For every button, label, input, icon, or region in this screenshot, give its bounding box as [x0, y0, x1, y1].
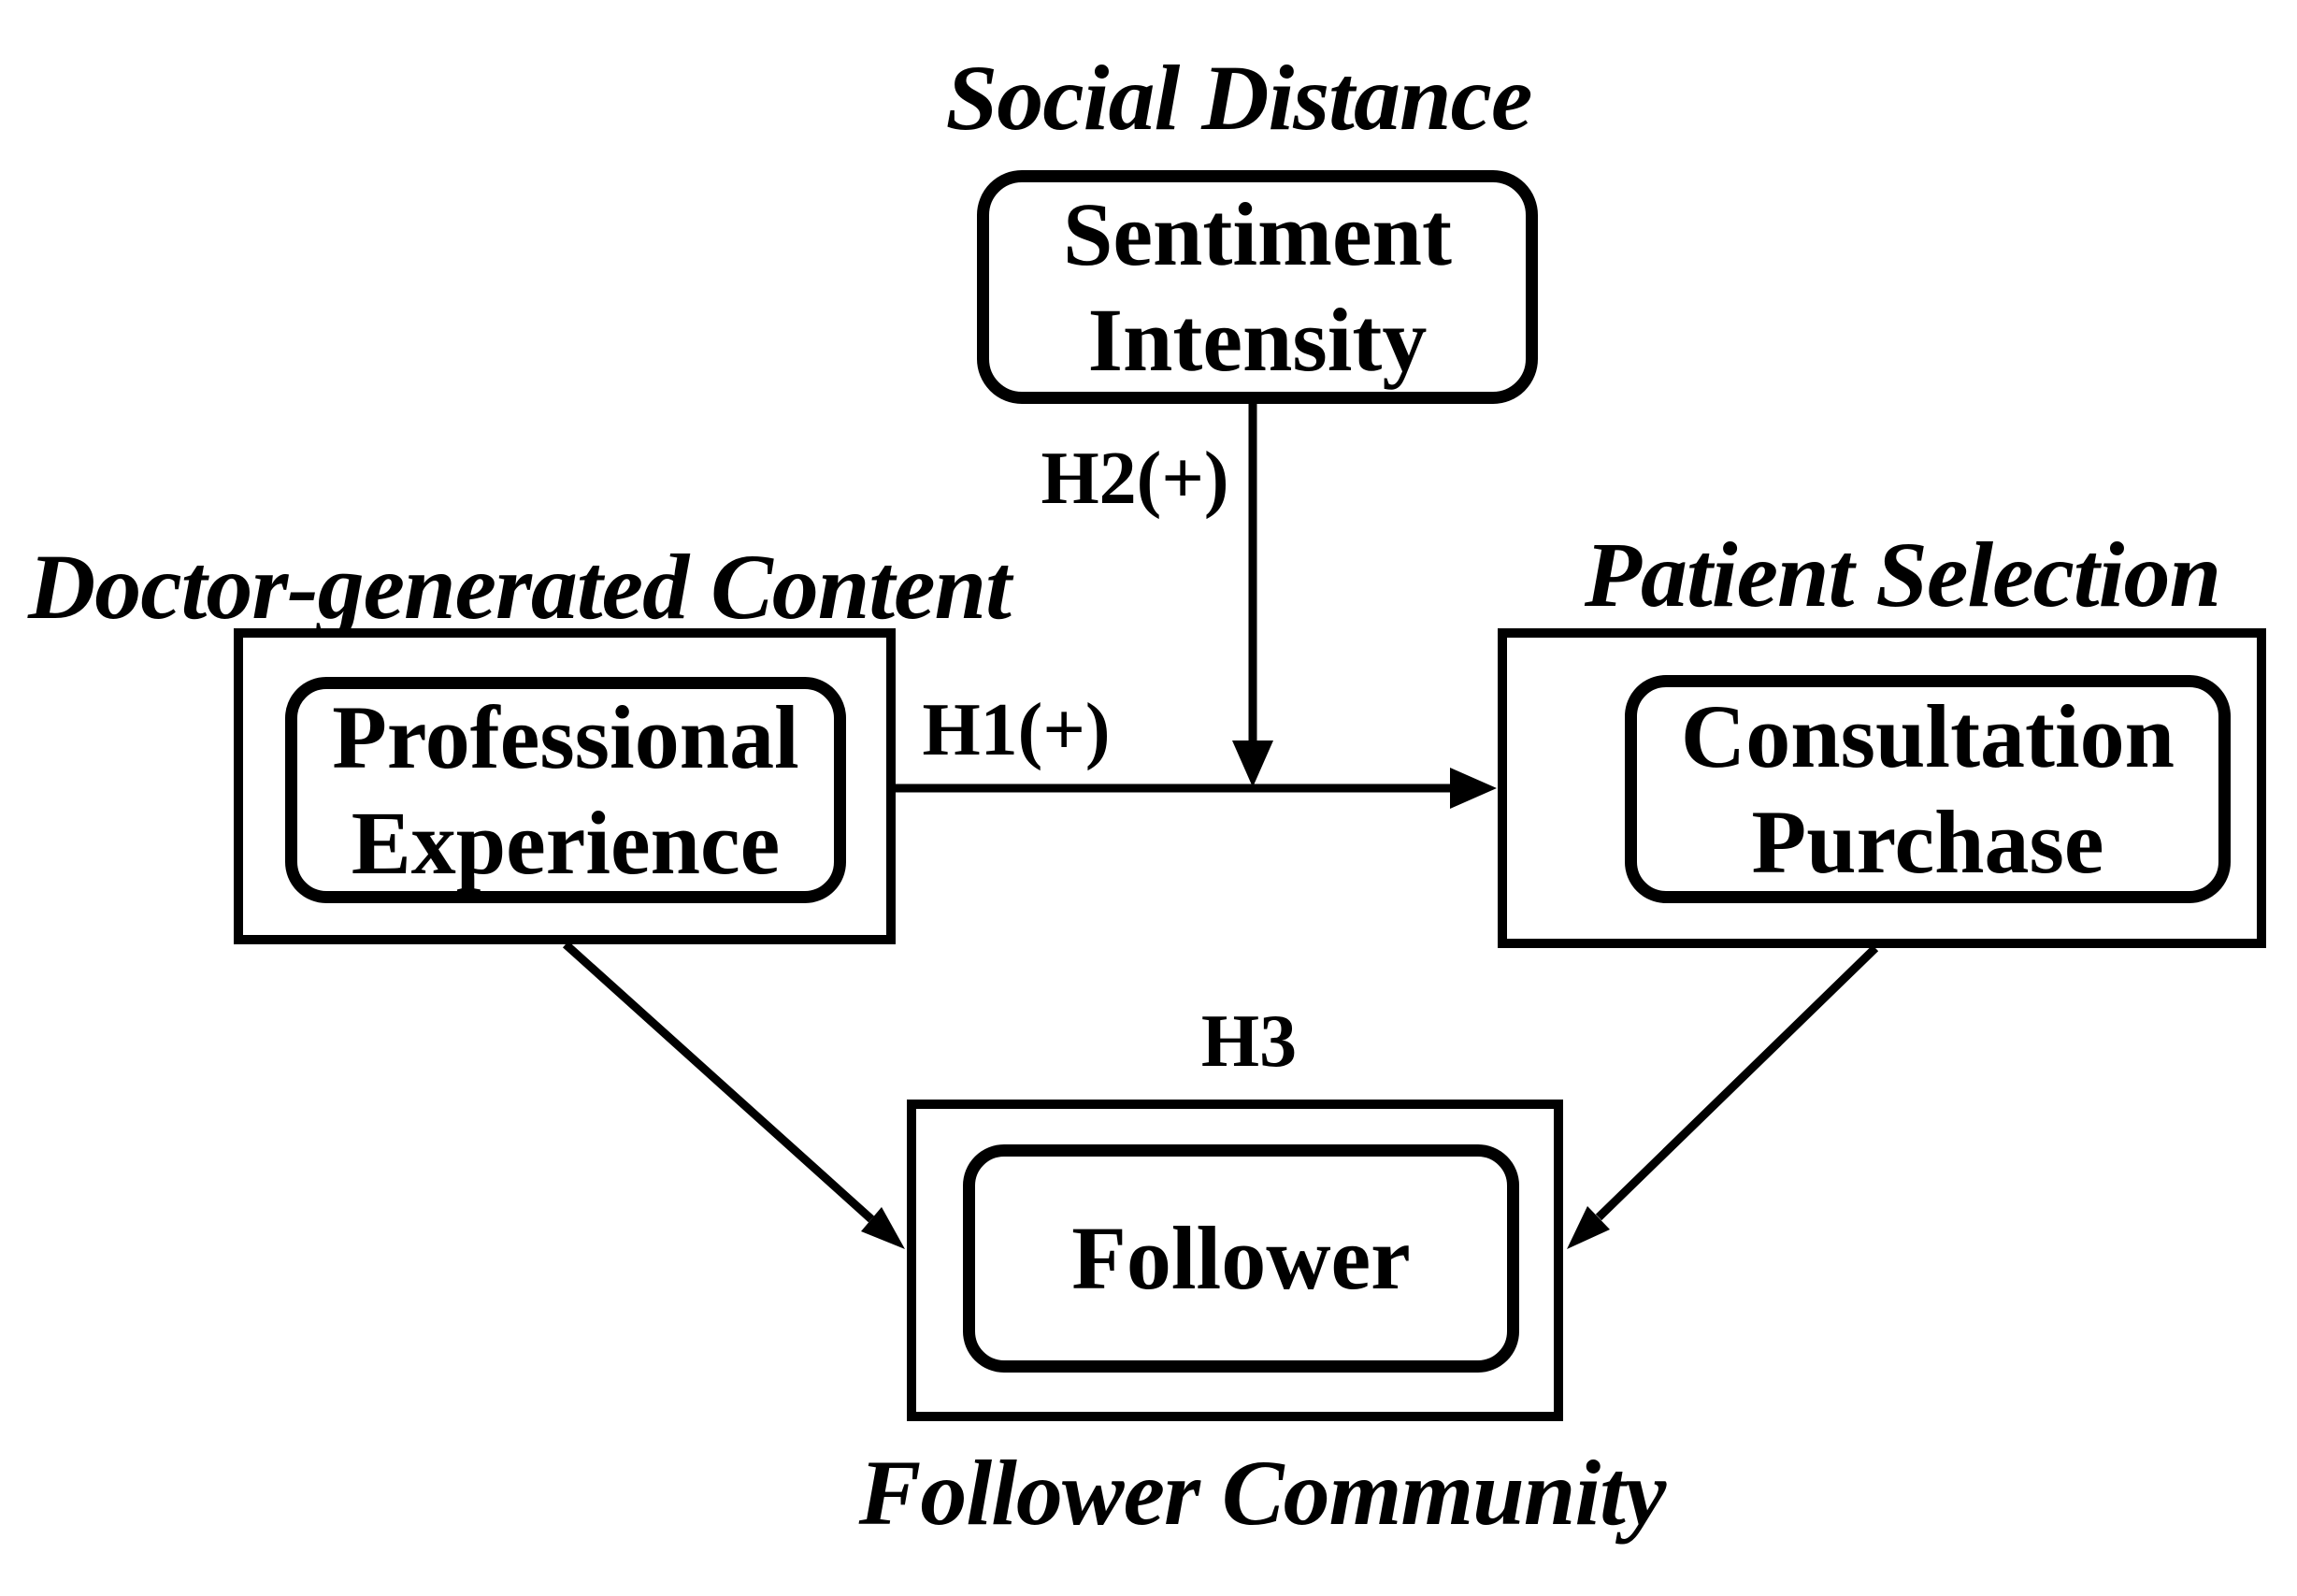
sentiment-intensity-label: Sentiment Intensity	[1063, 181, 1452, 394]
professional-experience-label: Professional Experience	[332, 684, 799, 897]
node-consultation-purchase: Consultation Purchase	[1625, 675, 2231, 903]
purchase-line: Purchase	[1751, 792, 2104, 892]
consultation-purchase-label: Consultation Purchase	[1681, 683, 2175, 896]
professional-line: Professional	[332, 686, 799, 787]
consultation-line: Consultation	[1680, 685, 2175, 786]
sentiment-line: Sentiment	[1063, 183, 1452, 284]
social-distance-title: Social Distance	[945, 46, 1533, 150]
h3-label: H3	[1200, 1000, 1298, 1083]
h1-arrowhead-icon	[1450, 768, 1497, 809]
right-diagonal-arrow-line	[1595, 944, 1879, 1221]
right-diagonal-arrowhead-icon	[1567, 1206, 1610, 1249]
h2-label: H2(+)	[1041, 438, 1229, 520]
left-diagonal-arrowhead-icon	[861, 1207, 905, 1249]
patient-selection-title: Patient Selection	[1584, 523, 2221, 626]
left-diagonal-arrow-line	[562, 941, 875, 1223]
follower-label: Follower	[1071, 1205, 1411, 1311]
node-professional-experience: Professional Experience	[285, 677, 846, 903]
node-follower: Follower	[963, 1144, 1519, 1373]
experience-line: Experience	[351, 793, 781, 893]
h2-arrowhead-icon	[1232, 740, 1273, 787]
intensity-line: Intensity	[1087, 290, 1428, 390]
follower-community-title: Follower Community	[858, 1441, 1667, 1545]
h1-label: H1(+)	[922, 689, 1111, 771]
node-sentiment-intensity: Sentiment Intensity	[977, 170, 1538, 404]
follower-line: Follower	[1071, 1208, 1411, 1309]
doctor-generated-content-title: Doctor-generated Content	[28, 535, 1012, 639]
